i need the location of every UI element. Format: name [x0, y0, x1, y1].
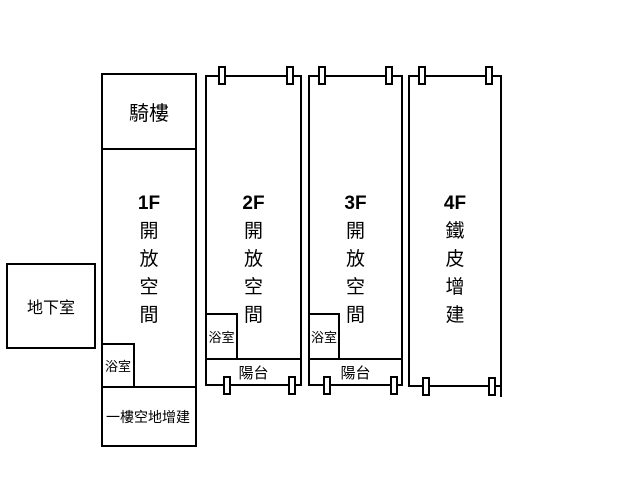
floor-3f-label: 3F — [344, 193, 367, 214]
floor-1f-block: 騎樓 1F 開 放 空 間 浴室 — [101, 73, 197, 388]
column-tick-icon — [286, 66, 294, 85]
arcade-section: 騎樓 — [103, 75, 195, 150]
wall-stub-line — [500, 385, 502, 397]
arcade-label: 騎樓 — [129, 103, 169, 125]
floor-2f-balcony: 陽台 — [207, 358, 300, 384]
basement-box: 地下室 — [6, 263, 96, 349]
floor-3f-bathroom: 浴室 — [310, 313, 340, 358]
floor-2f-text: 2F 開 放 空 間 — [207, 190, 300, 330]
floor-2f-bathroom: 浴室 — [207, 313, 238, 358]
floor-1f-bathroom: 浴室 — [103, 343, 135, 386]
column-tick-icon — [323, 376, 331, 395]
basement-label: 地下室 — [26, 300, 75, 317]
floor-2f-usage: 開 放 空 間 — [243, 221, 263, 326]
floor-3f-bathroom-label: 浴室 — [310, 330, 337, 345]
ground-annex-label: 一樓空地增建 — [106, 408, 190, 425]
column-tick-icon — [418, 66, 426, 85]
column-tick-icon — [318, 66, 326, 85]
floor-2f-block: 2F 開 放 空 間 浴室 陽台 — [205, 66, 302, 395]
floor-1f-text: 1F 開 放 空 間 — [103, 190, 195, 330]
floor-4f-usage: 鐵 皮 增 建 — [445, 221, 465, 326]
column-tick-icon — [218, 66, 226, 85]
floor-3f-text: 3F 開 放 空 間 — [310, 190, 401, 330]
column-tick-icon — [422, 377, 430, 396]
floor-4f-block: 4F 鐵 皮 增 建 — [408, 66, 502, 397]
floor-3f-balcony: 陽台 — [310, 358, 401, 384]
floor-1f-bathroom-label: 浴室 — [104, 359, 131, 374]
floor-4f-text: 4F 鐵 皮 增 建 — [410, 190, 500, 330]
column-tick-icon — [223, 376, 231, 395]
column-tick-icon — [485, 66, 493, 85]
floor-3f-usage: 開 放 空 間 — [345, 221, 365, 326]
floor-3f-balcony-label: 陽台 — [340, 364, 371, 382]
column-tick-icon — [385, 66, 393, 85]
column-tick-icon — [288, 376, 296, 395]
floor-3f-block: 3F 開 放 空 間 浴室 陽台 — [308, 66, 403, 395]
floor-2f-balcony-label: 陽台 — [238, 364, 269, 382]
column-tick-icon — [390, 376, 398, 395]
floor-4f-label: 4F — [443, 193, 467, 214]
floor-2f-label: 2F — [242, 193, 265, 214]
column-tick-icon — [488, 377, 496, 396]
ground-annex-box: 一樓空地增建 — [101, 386, 197, 447]
floor-2f-bathroom-label: 浴室 — [208, 330, 235, 345]
floor-1f-label: 1F — [137, 193, 161, 214]
floor-1f-usage: 開 放 空 間 — [139, 221, 159, 326]
